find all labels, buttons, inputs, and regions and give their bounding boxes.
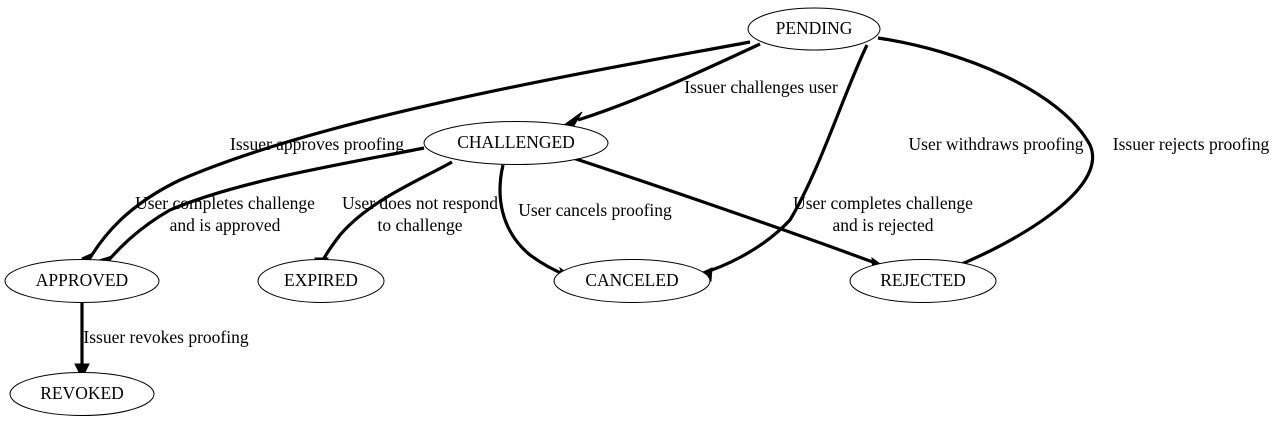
edge-label-challenged-approved-line1: User completes challenge <box>135 193 315 213</box>
arrowhead-revoked-from-approved <box>74 363 90 380</box>
node-label-revoked: REVOKED <box>40 383 124 403</box>
edge-path-challenged-expired <box>320 160 453 263</box>
node-label-canceled: CANCELED <box>585 270 678 290</box>
node-approved[interactable]: APPROVED <box>4 259 160 303</box>
edge-label-challenged-rejected-line2: and is rejected <box>832 215 933 235</box>
node-label-pending: PENDING <box>776 18 853 38</box>
node-shape-approved[interactable] <box>4 259 160 303</box>
node-expired[interactable]: EXPIRED <box>257 259 385 303</box>
node-label-challenged: CHALLENGED <box>457 132 575 152</box>
edge-label-pending-challenged: Issuer challenges user <box>684 77 838 97</box>
edge-path-pending-approved <box>88 40 751 259</box>
node-shape-canceled[interactable] <box>553 259 711 303</box>
node-label-expired: EXPIRED <box>284 270 358 290</box>
edge-label-pending-rejected: Issuer rejects proofing <box>1113 134 1270 154</box>
edge-path-pending-rejected <box>877 36 1094 270</box>
edge-path-pending-challenged <box>577 42 761 122</box>
edge-path-challenged-rejected <box>569 155 879 266</box>
node-label-rejected: REJECTED <box>880 270 966 290</box>
node-label-approved: APPROVED <box>36 270 128 290</box>
edge-label-approved-revoked: Issuer revokes proofing <box>83 327 248 347</box>
edge-pending-rejected <box>877 36 1094 273</box>
node-pending[interactable]: PENDING <box>747 7 881 51</box>
edge-label-challenged-canceled: User cancels proofing <box>518 200 672 220</box>
edge-path-challenged-approved <box>105 146 425 264</box>
edge-label-challenged-expired-line1: User does not respond <box>342 193 498 213</box>
node-canceled[interactable]: CANCELED <box>553 259 711 303</box>
edge-path-challenged-canceled <box>498 164 567 277</box>
edge-challenged-canceled <box>498 164 575 281</box>
node-shape-pending[interactable] <box>747 7 881 51</box>
node-shape-revoked[interactable] <box>9 372 155 416</box>
node-rejected[interactable]: REJECTED <box>849 259 997 303</box>
node-revoked[interactable]: REVOKED <box>9 372 155 416</box>
edge-approved-revoked <box>74 303 90 380</box>
edge-label-challenged-rejected-line1: User completes challenge <box>793 193 973 213</box>
node-shape-rejected[interactable] <box>849 259 997 303</box>
edge-path-pending-canceled <box>699 44 869 276</box>
node-challenged[interactable]: CHALLENGED <box>423 121 609 165</box>
node-shape-challenged[interactable] <box>423 121 609 165</box>
edge-label-pending-approved: Issuer approves proofing <box>230 134 404 154</box>
node-shape-expired[interactable] <box>257 259 385 303</box>
edge-label-pending-canceled: User withdraws proofing <box>909 134 1084 154</box>
edge-label-challenged-expired-line2: to challenge <box>377 215 462 235</box>
edge-label-challenged-approved-line2: and is approved <box>170 215 281 235</box>
